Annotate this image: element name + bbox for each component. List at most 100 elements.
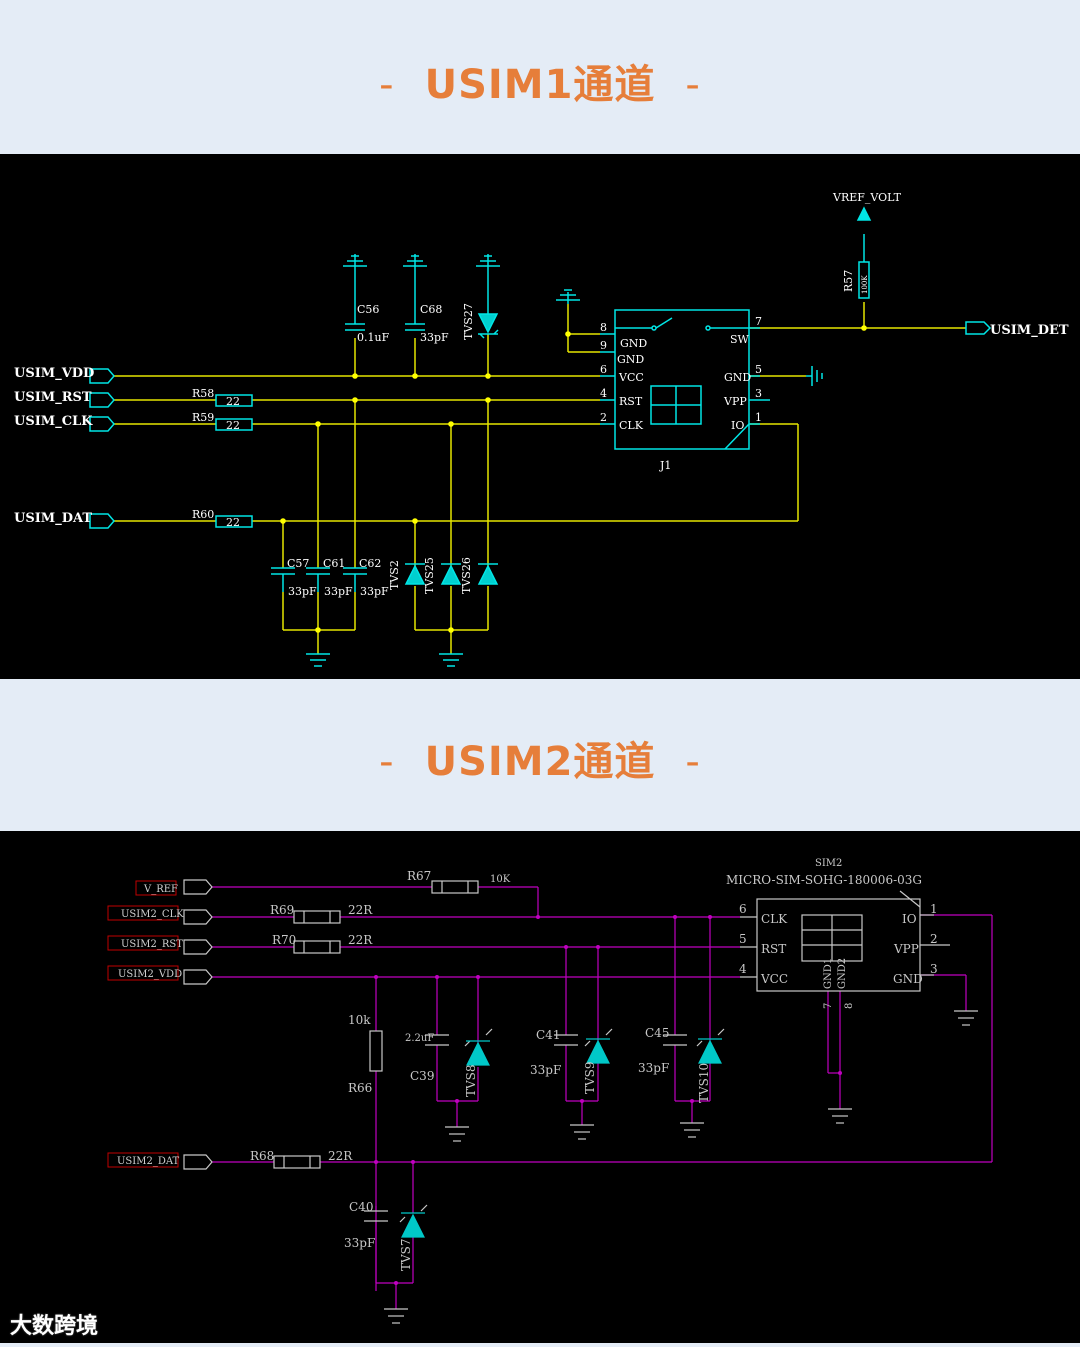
ground-bottom-caps [306,653,330,667]
resistor-r57-value: 100K [861,275,869,294]
title2-dash-right: - [685,739,701,785]
capacitor-c39-ref: C39 [410,1069,434,1083]
j1-pin-name-clk: CLK [619,419,644,432]
capacitor-c61-ref: C61 [323,557,345,570]
sim-connector-j1 [614,309,750,450]
capacitor-c40-value: 33pF [344,1236,375,1250]
capacitor-c40-ref: C40 [349,1200,373,1214]
wires-usim1 [114,302,966,654]
resistor-r60-ref: R60 [192,508,214,521]
net-port-v-ref [183,879,213,895]
vref-arrow [856,206,872,221]
tvs2-diode [404,563,426,585]
sim2-pin-name-rst: RST [761,942,786,956]
sim2-pin-num-8: 8 [844,1003,855,1009]
ground-sim2-gnd [954,1010,978,1026]
resistor-r69 [293,910,341,924]
tvs2-label: TVS2 [388,560,401,590]
net-label-usim2-dat: USIM2_DAT [117,1156,180,1167]
net-label-v-ref: V_REF [143,884,178,895]
capacitor-c39 [425,1034,449,1046]
net-label-usim-rst: USIM_RST [14,390,92,405]
net-port-usim-det [965,321,992,335]
capacitor-c45-ref: C45 [645,1026,669,1040]
resistor-r58-value: 22 [226,395,240,408]
capacitor-c45-value: 33pF [638,1061,669,1075]
net-label-usim-vdd: USIM_VDD [14,366,94,381]
resistor-r68 [273,1155,321,1169]
tvs9-diode [586,1038,610,1064]
resistor-r70-ref: R70 [272,933,296,947]
j1-pin-num-5: 5 [755,363,762,376]
tvs27-diode [477,313,499,335]
capacitor-c62-value: 33pF [360,585,389,598]
switch-j1 [615,317,749,331]
j1-pin-name-vpp: VPP [723,395,747,408]
resistor-r58 [215,394,253,407]
net-label-usim2-vdd: USIM2_VDD [118,969,182,980]
net-label-boxes-usim2 [107,880,179,1168]
ground-top-c68 [403,254,427,267]
j1-pin-name-gnd-a: GND [620,337,647,350]
sim2-pin-num-3: 3 [930,962,938,976]
watermark: 大数跨境 [10,1308,98,1340]
tvs8-diode [466,1040,490,1066]
connector-sim2-part: MICRO-SIM-SOHG-180006-03G [726,873,922,887]
watermark-text: 大数跨境 [10,1314,99,1339]
tvs10-diode [698,1038,722,1064]
tvs-diodes-usim2 [401,1038,722,1238]
j1-pin-num-6: 6 [600,363,607,376]
tvs26-label: TVS26 [460,557,473,594]
sim2-pin-name-clk: CLK [761,912,788,926]
net-label-vref-volt: VREF_VOLT [832,191,902,204]
resistor-r66-ref: R66 [348,1081,372,1095]
net-labels-usim1: USIM_VDD USIM_RST USIM_CLK USIM_DAT USIM… [14,323,1069,526]
capacitor-c68 [405,312,425,331]
capacitor-c41-ref: C41 [536,1028,560,1042]
component-labels-usim2: R67 10K R69 22R R70 22R 10k R66 R68 22R … [250,858,938,1271]
resistor-r67 [431,880,479,894]
tvs25-diode [440,563,462,585]
tvs27-label: TVS27 [462,303,475,340]
resistor-r59-value: 22 [226,419,240,432]
ground-sim2-shield [828,1108,852,1124]
ground-top-tvs27 [476,254,500,267]
sim2-pin-name-vpp: VPP [893,942,919,956]
capacitor-c57-value: 33pF [288,585,317,598]
j1-pin-name-io: IO [731,419,744,432]
capacitor-c57-ref: C57 [287,557,309,570]
tvs25-label: TVS25 [423,557,436,594]
header-band-1: -USIM1通道- [0,0,1080,154]
tvs26-diode [477,563,499,585]
net-label-usim2-rst: USIM2_RST [121,939,183,950]
capacitor-c40 [364,1210,388,1222]
j1-pin-num-1: 1 [755,411,762,424]
sim2-pin-num-1: 1 [930,902,938,916]
ground-c40 [384,1308,408,1324]
capacitor-c68-value: 33pF [420,331,449,344]
capacitor-c62 [343,567,367,592]
section-title-2: -USIM2通道- [0,729,1080,787]
component-labels-usim1: VREF_VOLT R58 22 R59 22 R60 22 R57 100K … [192,191,902,598]
resistor-r70-value: 22R [348,933,373,947]
schematic-usim2-svg: V_REF USIM2_CLK USIM2_RST USIM2_VDD USIM… [107,858,993,1324]
resistor-r57-ref: R57 [842,270,855,292]
ground-j1-right [806,366,823,386]
net-port-usim-vdd [89,368,115,384]
tvs9-label: TVS9 [583,1061,597,1094]
resistor-r66-value: 10k [348,1013,371,1027]
j1-pin-name-rst: RST [619,395,643,408]
j1-pin-name-gnd-b: GND [617,353,644,366]
header-band-2: -USIM2通道- [0,679,1080,831]
resistor-r60 [215,515,253,528]
components-usim2 [183,879,978,1324]
resistor-r69-value: 22R [348,903,373,917]
net-labels-usim2: V_REF USIM2_CLK USIM2_RST USIM2_VDD USIM… [117,884,184,1167]
schematic-usim1: USIM_VDD USIM_RST USIM_CLK USIM_DAT USIM… [0,154,1080,679]
sim2-pin-num-2: 2 [930,932,938,946]
tvs7-label: TVS7 [399,1238,413,1271]
net-port-usim-dat [89,513,115,529]
capacitor-c41 [554,1034,578,1046]
net-label-usim2-clk: USIM2_CLK [121,909,184,920]
resistor-r70 [293,940,341,954]
